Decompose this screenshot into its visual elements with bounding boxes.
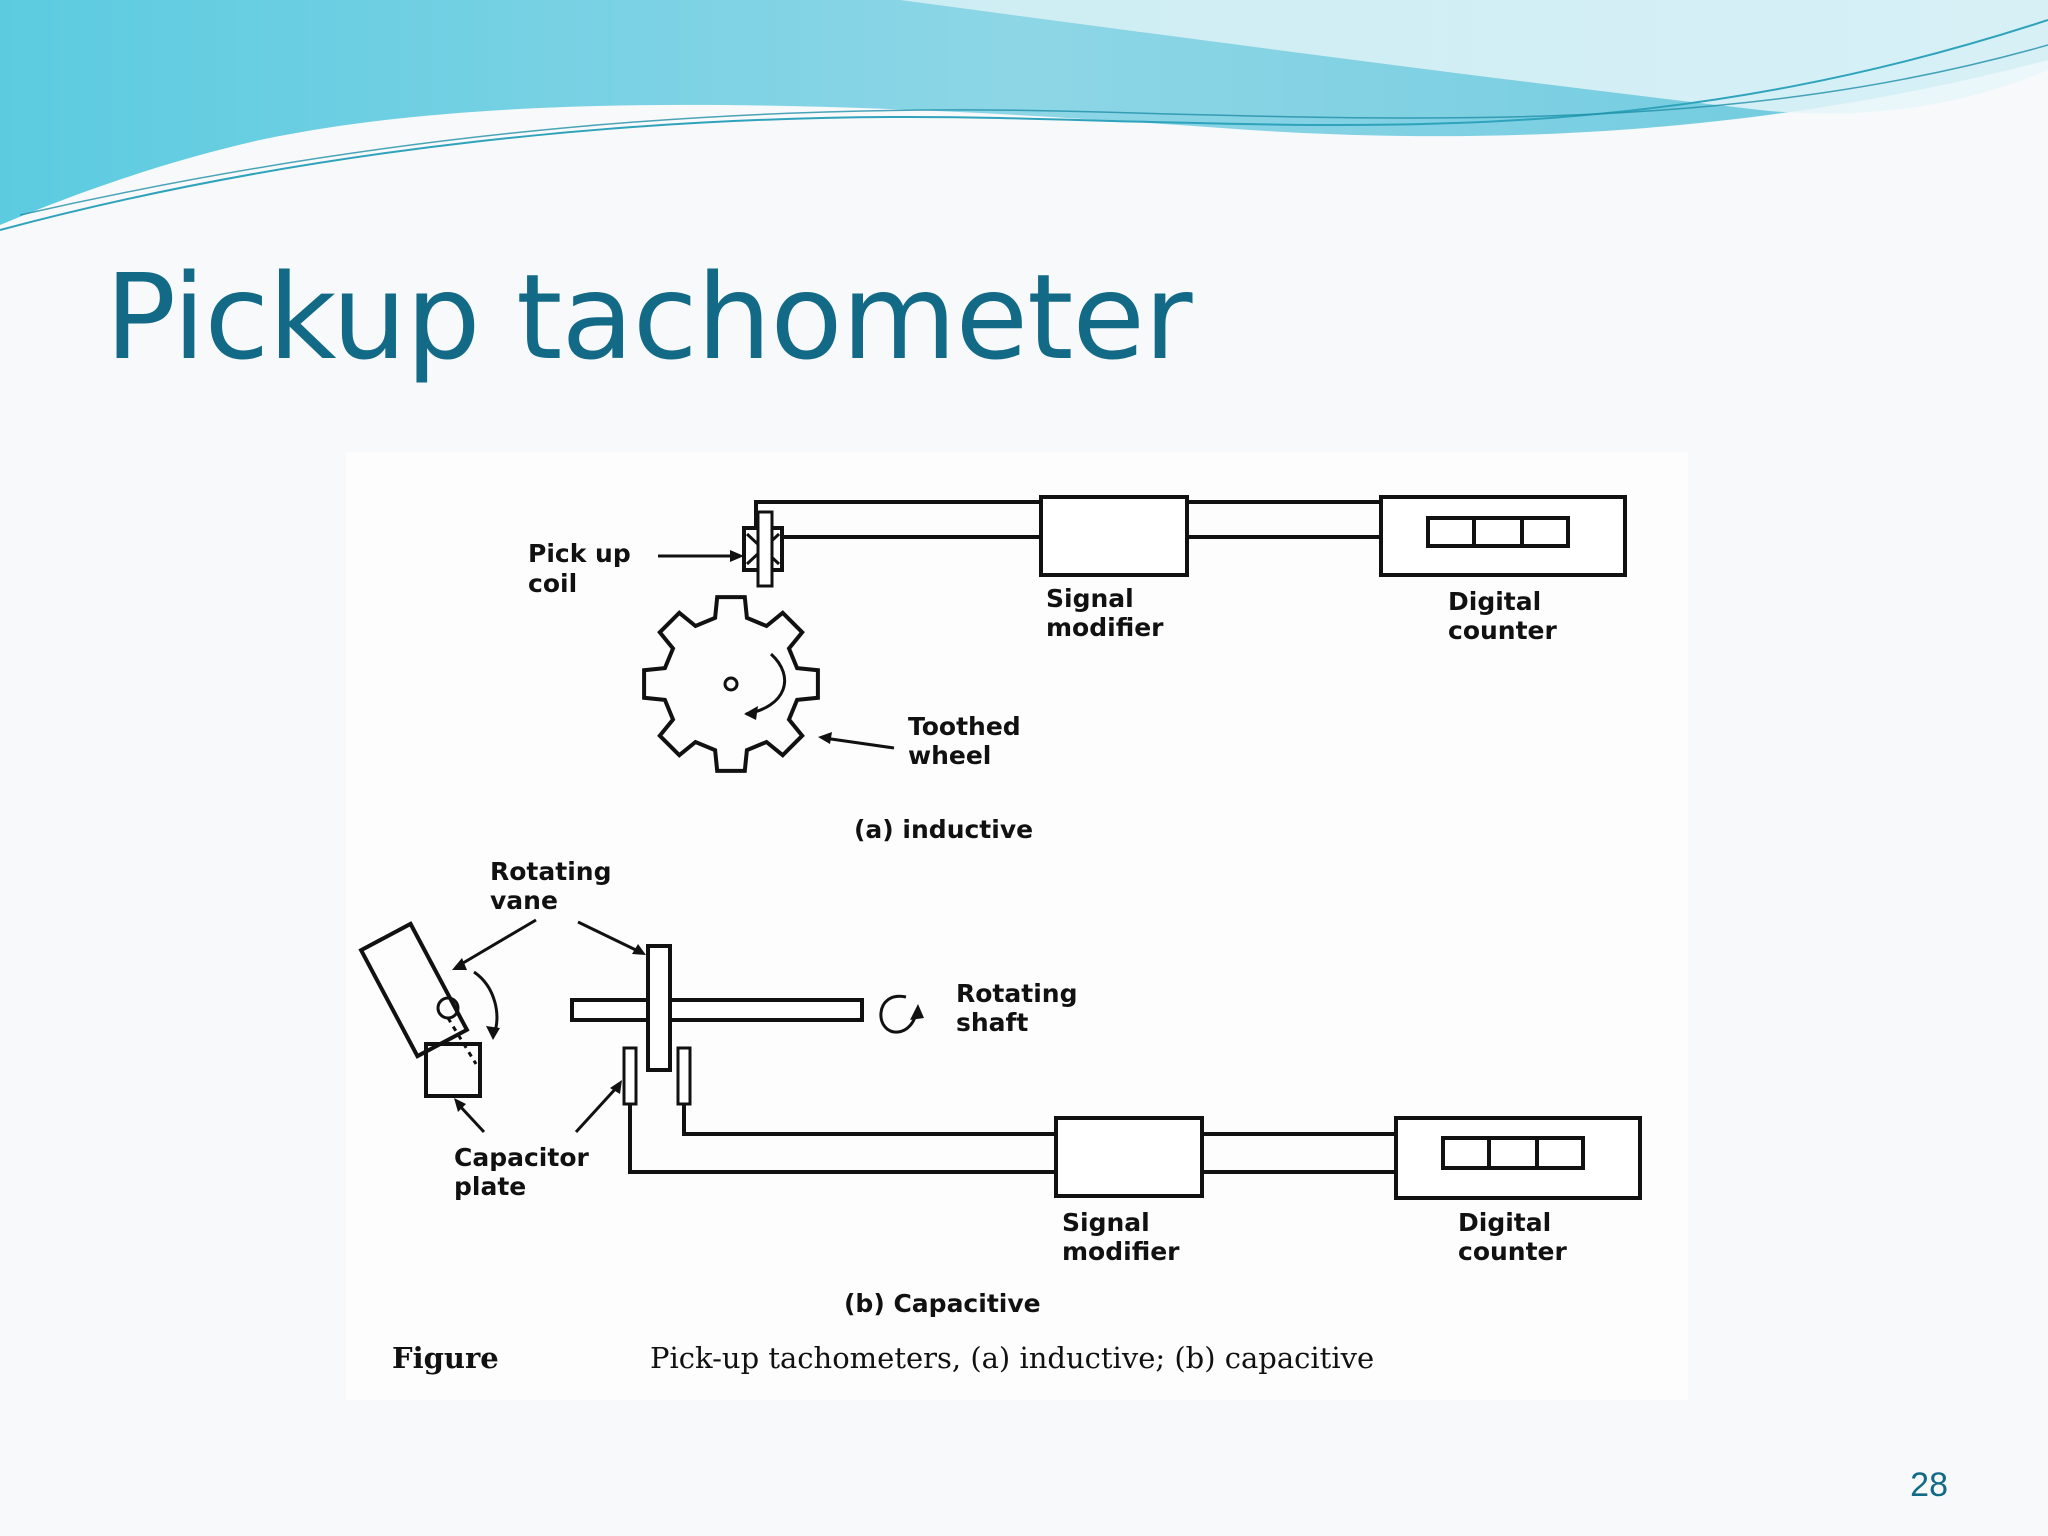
caption-b: (b) Capacitive [844, 1289, 1041, 1318]
capacitor-plate-label-2: plate [454, 1172, 526, 1201]
capacitor-plate-side [424, 1042, 482, 1098]
vane-rotation-arrow-head [486, 1026, 500, 1040]
rotating-vane-label-1: Rotating [490, 857, 611, 886]
counter-display-a [1426, 516, 1570, 548]
vane-overlap-dash [446, 1017, 478, 1065]
vane-pointer-right [577, 920, 641, 954]
plate-wire-left [628, 1104, 1056, 1174]
capacitor-plate-left [622, 1046, 638, 1106]
wheel-hub [723, 676, 739, 692]
digital-counter-label-a-1: Digital [1448, 587, 1541, 616]
plate-pointer-left-head [454, 1098, 466, 1112]
rotation-arrow-a [745, 652, 787, 716]
coil-wire-bottom [774, 527, 1041, 539]
caption-a: (a) inductive [854, 815, 1033, 844]
slide-number: 28 [1910, 1466, 1948, 1504]
plate-wire-right [682, 1104, 1056, 1136]
capacitor-plate-right [676, 1046, 692, 1106]
signal-modifier-box-b [1054, 1116, 1204, 1198]
signal-modifier-label-b-1: Signal [1062, 1208, 1150, 1237]
rotation-arrow-a-head [744, 706, 758, 720]
rotating-shaft-label-2: shaft [956, 1008, 1028, 1037]
rotating-vane-label-2: vane [490, 886, 558, 915]
rotating-vane-disc [646, 944, 672, 1072]
shaft-rotation-arrow [879, 994, 918, 1034]
toothed-wheel-pointer [823, 736, 895, 750]
rotating-shaft [570, 998, 864, 1022]
signal-modifier-box-a [1039, 495, 1189, 577]
rotating-shaft-label-1: Rotating [956, 979, 1077, 1008]
counter-display-b [1441, 1136, 1585, 1170]
figure-label: Figure [392, 1341, 499, 1375]
header-wave-banner [0, 0, 2048, 231]
pickup-coil-core [756, 510, 774, 588]
digital-counter-box-a [1379, 495, 1627, 577]
signal-modifier-label-a-2: modifier [1046, 613, 1164, 642]
toothed-wheel-label-1: Toothed [908, 712, 1021, 741]
toothed-wheel [642, 595, 820, 773]
figure-panel: Pick up coil Signal modifier Digital cou… [346, 452, 1688, 1400]
signal-modifier-label-b-2: modifier [1062, 1237, 1180, 1266]
tachometer-diagram: Pick up coil Signal modifier Digital cou… [358, 495, 1642, 1375]
pickup-coil-label-1: Pick up [528, 539, 631, 568]
digital-counter-label-a-2: counter [1448, 616, 1557, 645]
vane-pointer-right-head [632, 944, 646, 955]
capacitor-plate-label-1: Capacitor [454, 1143, 589, 1172]
coil-wire-top [754, 500, 1041, 527]
plate-pointer-right-head [610, 1080, 622, 1094]
pickup-coil-pointer-head [730, 550, 744, 562]
digital-counter-label-b-2: counter [1458, 1237, 1567, 1266]
vane-pointer-left-head [452, 958, 467, 970]
slide-title: Pickup tachometer [105, 248, 1192, 386]
toothed-wheel-pointer-head [818, 732, 832, 744]
vane-pointer-left [457, 918, 537, 968]
toothed-wheel-label-2: wheel [908, 741, 991, 770]
rotating-vane-side [358, 921, 470, 1059]
pickup-coil-label-2: coil [528, 569, 577, 598]
plate-pointer-right [574, 1084, 620, 1134]
plate-pointer-left [456, 1102, 486, 1134]
figure-caption: Pick-up tachometers, (a) inductive; (b) … [650, 1341, 1374, 1375]
capacitive-diagram: Rotating vane Rotating shaft Capacitor p… [358, 857, 1642, 1318]
shaft-rotation-arrow-head [910, 1004, 924, 1020]
digital-counter-label-b-1: Digital [1458, 1208, 1551, 1237]
vane-rotation-arrow [473, 970, 499, 1035]
signal-modifier-label-a-1: Signal [1046, 584, 1134, 613]
inductive-diagram: Pick up coil Signal modifier Digital cou… [528, 495, 1627, 844]
digital-counter-box-b [1394, 1116, 1642, 1200]
